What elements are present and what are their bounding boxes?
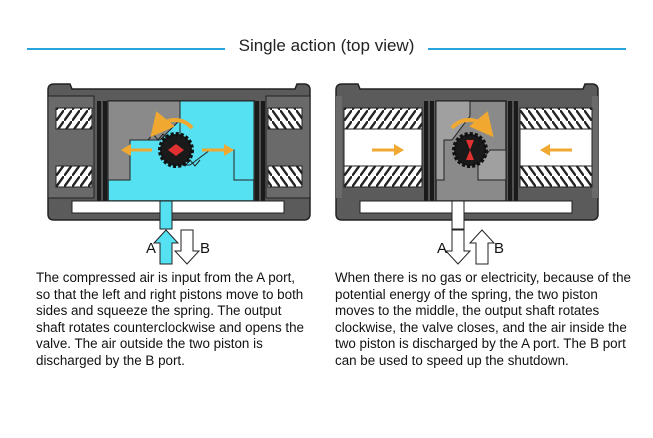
left-port-a-arrow <box>152 229 180 265</box>
left-actuator: A B <box>47 83 311 265</box>
right-motion-arrow-l <box>372 144 404 156</box>
left-description: The compressed air is input from the A p… <box>36 270 304 368</box>
left-shaft <box>168 144 184 156</box>
left-channel <box>71 200 285 214</box>
right-spring-2 <box>343 165 423 188</box>
right-spring-1 <box>343 107 423 130</box>
left-spring-3 <box>267 107 303 130</box>
figure-title: Single action (top view) <box>238 36 415 55</box>
right-port-b-label: B <box>494 240 504 257</box>
left-port-b-label: B <box>200 240 210 257</box>
left-motion-arrow-r <box>202 144 234 156</box>
right-actuator: A B <box>335 83 599 265</box>
left-spring-1 <box>55 107 93 130</box>
right-port-b-arrow <box>468 229 496 265</box>
right-description: When there is no gas or electricity, bec… <box>335 270 631 368</box>
right-spring-4 <box>519 165 593 188</box>
left-port-b-arrow <box>173 229 201 265</box>
left-rotation-arrow <box>150 111 194 138</box>
right-rotation-arrow <box>450 111 494 138</box>
left-spring-2 <box>55 165 93 188</box>
right-shaft <box>466 140 474 160</box>
left-spring-4 <box>267 165 303 188</box>
left-motion-arrow-l <box>121 144 152 156</box>
right-channel <box>359 200 573 214</box>
right-spring-3 <box>519 107 593 130</box>
right-port-a-arrow <box>444 229 472 265</box>
right-motion-arrow-r <box>540 144 572 156</box>
actuator-diagram: A B <box>47 83 599 265</box>
left-port-a-label: A <box>146 240 156 257</box>
title-rule-left <box>27 48 225 50</box>
right-port-a-duct <box>451 200 465 230</box>
right-port-a-label: A <box>437 240 447 257</box>
title-rule-right <box>428 48 626 50</box>
